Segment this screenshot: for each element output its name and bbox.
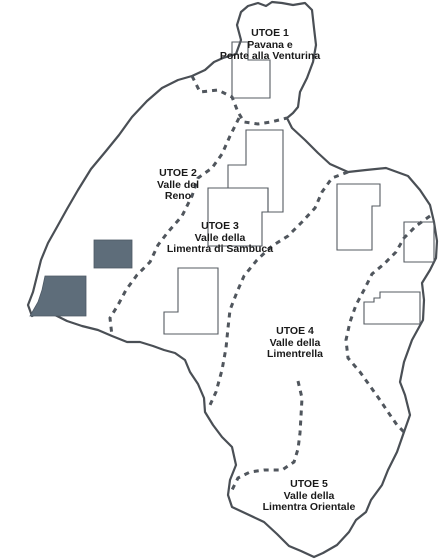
- zone-label-utoe4-line1: UTOE 4: [276, 325, 314, 337]
- zone-border-3-4: [208, 170, 349, 406]
- parcel-utoe3-bottom: [163, 267, 219, 335]
- zone-label-utoe4-line3: Limentrella: [266, 348, 324, 360]
- zone-label-utoe1-line1: UTOE 1: [251, 27, 289, 39]
- zone-label-utoe4: UTOE 4 Valle della Limentrella: [250, 325, 340, 361]
- zone-label-utoe3-line3: Limentra di Sambuca: [166, 243, 274, 255]
- zone-label-utoe3-line1: UTOE 3: [201, 220, 239, 232]
- zone-label-utoe2-line2: Valle del: [156, 178, 200, 191]
- zone-label-utoe4-line2: Valle della: [269, 336, 321, 349]
- parcel-east-lower: [363, 291, 421, 325]
- filled-parcel-north: [93, 239, 133, 269]
- zone-label-utoe2-line1: UTOE 2: [159, 167, 197, 179]
- parcel-utoe1: [231, 41, 271, 99]
- zone-border-2-3: [108, 117, 241, 337]
- zone-label-utoe2: UTOE 2 Valle del Reno: [138, 167, 218, 203]
- zone-label-utoe1-line3: Ponte alla Venturina: [219, 50, 321, 62]
- zone-border-4-5: [230, 380, 304, 491]
- zone-label-utoe5: UTOE 5 Valle della Limentra Orientale: [254, 478, 364, 514]
- zone-label-utoe3: UTOE 3 Valle della Limentra di Sambuca: [160, 220, 280, 256]
- zone-label-utoe1: UTOE 1 Pavana e Ponte alla Venturina: [210, 27, 330, 63]
- zone-label-utoe5-line2: Valle della: [283, 489, 335, 502]
- parcel-east-narrow: [403, 221, 435, 263]
- filled-parcel-south: [29, 275, 87, 317]
- parcel-utoe3-top: [207, 187, 269, 247]
- zone-label-utoe5-line1: UTOE 5: [290, 478, 328, 490]
- zone-label-utoe1-line2: Pavana e: [247, 38, 293, 51]
- zone-label-utoe3-line2: Valle della: [194, 231, 246, 244]
- zone-label-utoe5-line3: Limentra Orientale: [262, 501, 356, 513]
- zone-border-4-east: [344, 214, 431, 434]
- zone-label-utoe2-line3: Reno: [164, 190, 192, 202]
- parcel-east-square: [336, 183, 381, 251]
- zone-border-1-2: [190, 75, 288, 126]
- municipal-boundary: [26, 0, 439, 559]
